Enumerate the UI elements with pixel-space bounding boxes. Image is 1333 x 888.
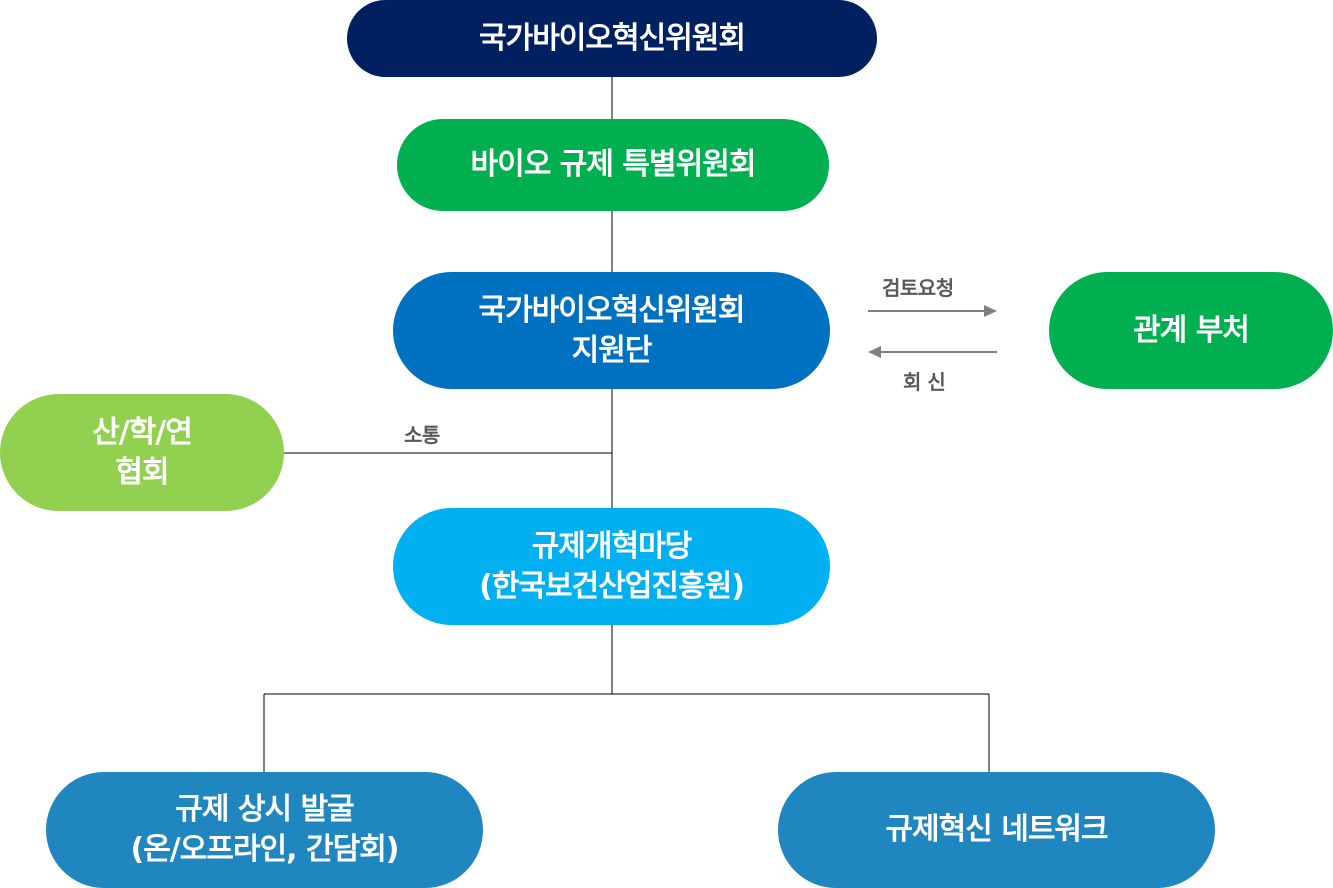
reform-forum-label-line1: 규제개혁마당 <box>531 528 693 564</box>
innovation-network-node: 규제혁신 네트워크 <box>778 772 1215 888</box>
reform-forum-label-line2: (한국보건산업진흥원) <box>479 568 745 604</box>
support-team-label-line2: 지원단 <box>571 332 653 368</box>
regular-discovery-label-line1: 규제 상시 발굴 <box>175 792 354 827</box>
communication-label: 소통 <box>404 423 440 447</box>
special-committee-node: 바이오 규제 특별위원회 <box>397 119 829 211</box>
arrow-reply <box>868 346 997 358</box>
innovation-network-label: 규제혁신 네트워크 <box>885 812 1108 847</box>
arrow-review-request <box>868 305 997 317</box>
support-team-label-line1: 국가바이오혁신위원회 <box>478 292 746 328</box>
industry-academia-label-line2: 협회 <box>115 454 169 490</box>
reply-label: 회 신 <box>903 370 946 394</box>
national-committee-label: 국가바이오혁신위원회 <box>479 20 746 56</box>
related-ministries-label: 관계 부처 <box>1133 312 1250 348</box>
support-team-node: 국가바이오혁신위원회 지원단 <box>393 272 830 389</box>
related-ministries-node: 관계 부처 <box>1049 272 1333 389</box>
industry-academia-node: 산/학/연 협회 <box>0 394 284 511</box>
regular-discovery-node: 규제 상시 발굴 (온/오프라인, 간담회) <box>46 772 483 888</box>
review-request-label: 검토요청 <box>882 276 954 300</box>
reform-forum-node: 규제개혁마당 (한국보건산업진흥원) <box>393 508 830 625</box>
national-committee-node: 국가바이오혁신위원회 <box>347 0 877 77</box>
industry-academia-label-line1: 산/학/연 <box>92 414 193 450</box>
regular-discovery-label-line2: (온/오프라인, 간담회) <box>130 832 399 867</box>
special-committee-label: 바이오 규제 특별위원회 <box>470 147 757 182</box>
